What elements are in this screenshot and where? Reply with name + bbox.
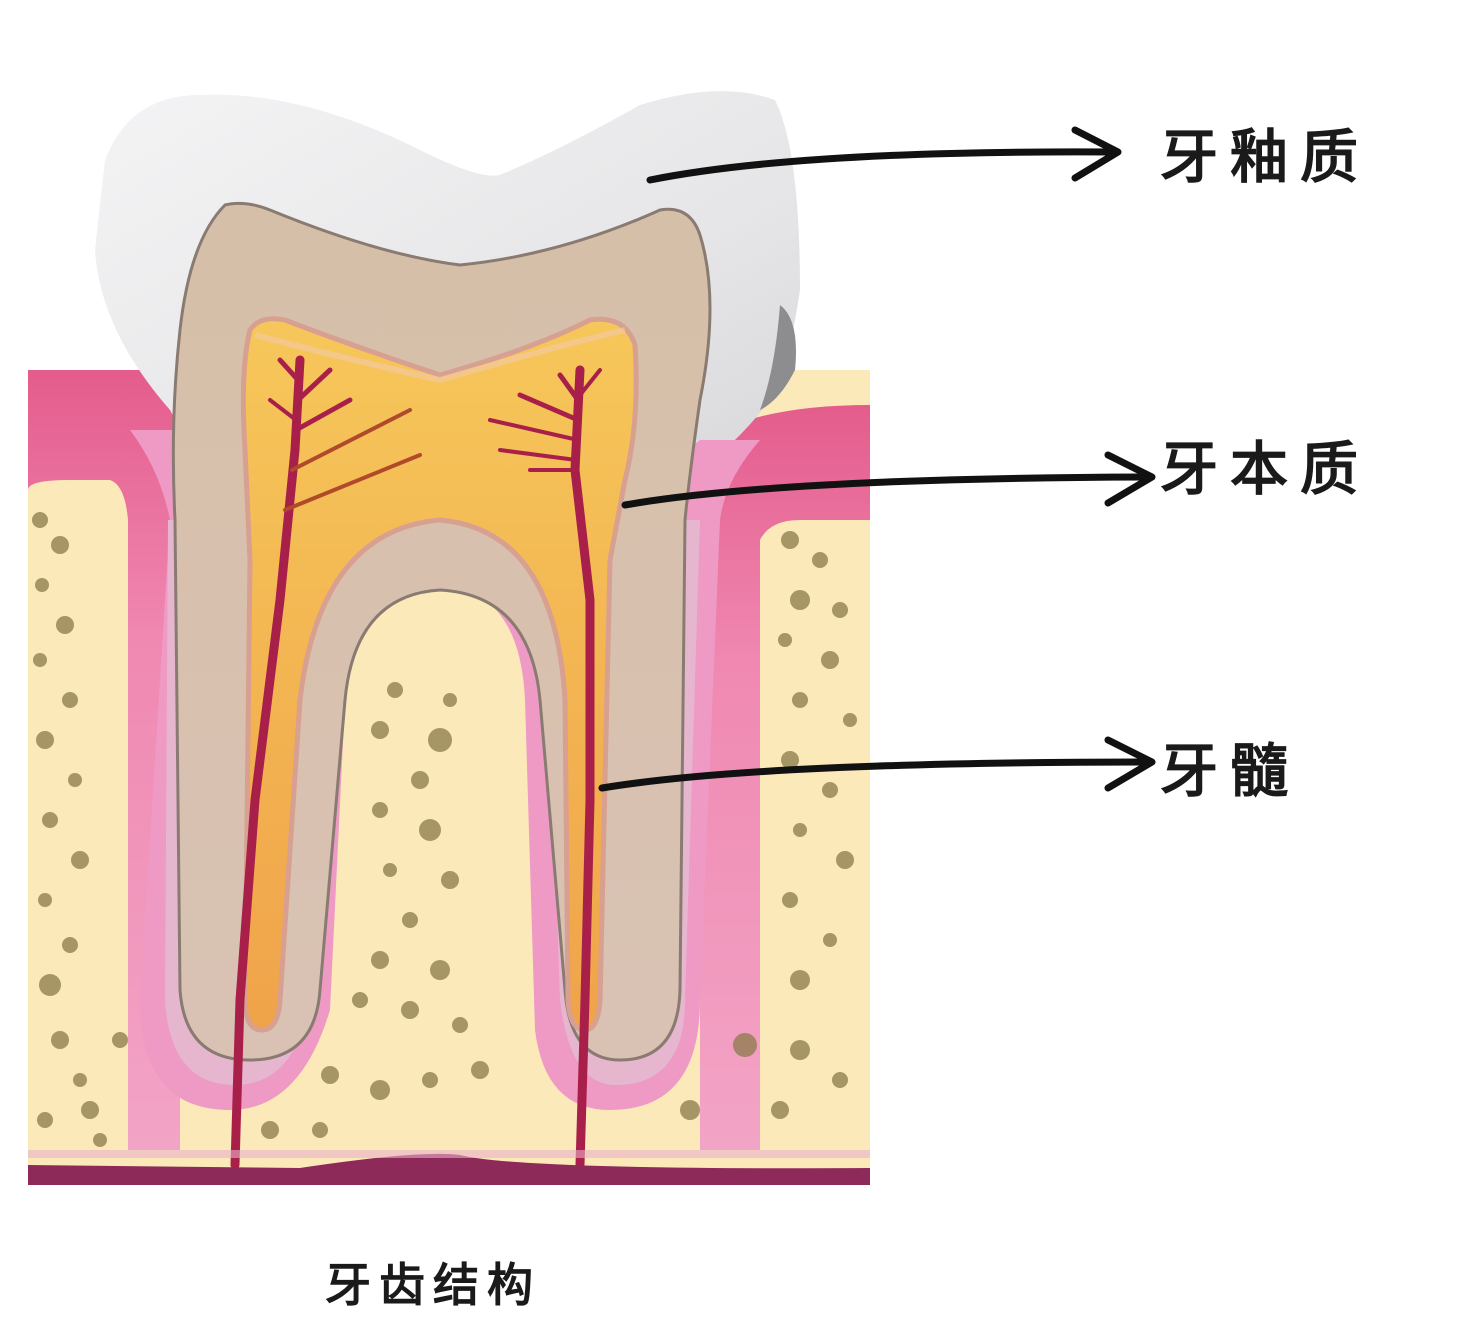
base-vessel (28, 1150, 870, 1185)
label-enamel: 牙釉质 (1160, 123, 1371, 191)
arrow-enamel (646, 126, 1122, 184)
gum-right (700, 405, 870, 1150)
diagram-caption: 牙齿结构 (325, 1258, 541, 1312)
arrow-dentin (621, 451, 1156, 509)
pulp (240, 316, 639, 1033)
arrow-pulp (598, 736, 1156, 792)
blood-vessels (230, 355, 602, 1170)
bone-spots (32, 512, 857, 1147)
label-pulp: 牙髓 (1160, 737, 1301, 805)
label-dentin: 牙本质 (1160, 435, 1371, 503)
